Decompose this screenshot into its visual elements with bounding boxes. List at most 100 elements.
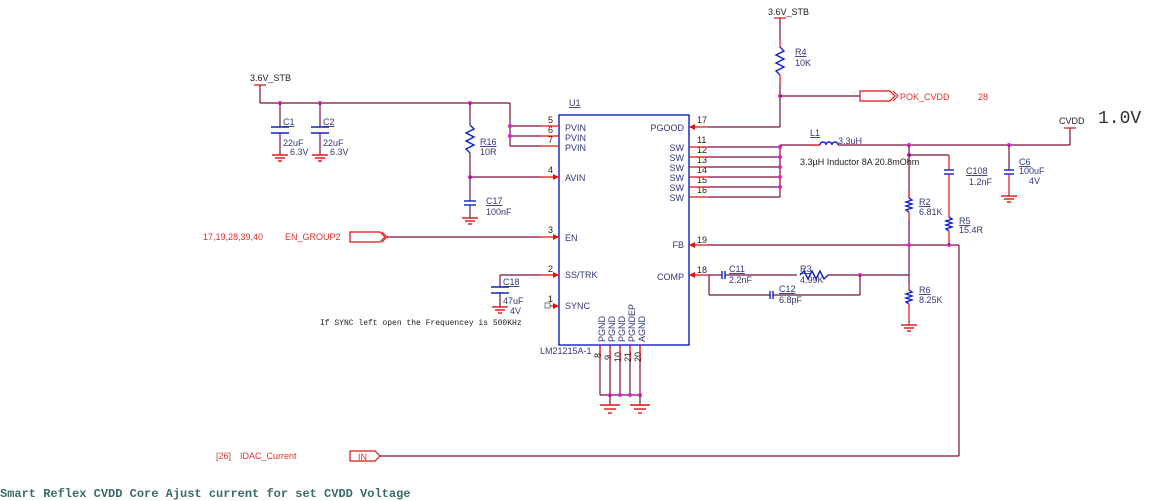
r16-value: 10R bbox=[480, 147, 497, 157]
en-port-pages: 17,19,28,39,40 bbox=[203, 232, 263, 242]
r3-value: 4.99K bbox=[800, 275, 824, 285]
r4-ref: R4 bbox=[795, 47, 807, 57]
c17-value: 100nF bbox=[486, 207, 512, 217]
c18-value: 47uF bbox=[503, 296, 524, 306]
resistor-r2[interactable] bbox=[903, 190, 915, 220]
pin-num-13: 13 bbox=[697, 155, 707, 165]
pin-label-ss-trk: SS/TRK bbox=[565, 270, 598, 280]
pin-num-6: 6 bbox=[548, 125, 553, 135]
ic-u1-body[interactable] bbox=[558, 114, 690, 346]
rail-cvdd: CVDD bbox=[1059, 116, 1085, 126]
capacitor-c18[interactable] bbox=[491, 275, 509, 314]
c1-ref: C1 bbox=[283, 117, 295, 127]
resistor-r3[interactable] bbox=[799, 269, 829, 281]
pok-port-pages: 28 bbox=[978, 92, 988, 102]
pin-label-sync: SYNC bbox=[565, 301, 591, 311]
pin-label-pvin-6: PVIN bbox=[565, 133, 586, 143]
pok-cvdd-port[interactable] bbox=[859, 90, 899, 102]
pin-label-avin: AVIN bbox=[565, 173, 585, 183]
inductor-l1[interactable] bbox=[810, 141, 839, 146]
pin-num-3: 3 bbox=[548, 225, 553, 235]
pin-num-15: 15 bbox=[697, 175, 707, 185]
ground-icon bbox=[600, 404, 620, 414]
c12-ref: C12 bbox=[779, 284, 796, 294]
pin-num-19: 19 bbox=[697, 235, 707, 245]
c6-rating: 4V bbox=[1029, 176, 1040, 186]
c108-value: 1.2nF bbox=[969, 177, 993, 187]
l1-ref: L1 bbox=[810, 128, 820, 138]
pin-label-sw-12: SW bbox=[670, 153, 685, 163]
pin-num-14: 14 bbox=[697, 165, 707, 175]
output-voltage-note: 1.0V bbox=[1098, 109, 1141, 129]
c6-ref: C6 bbox=[1019, 157, 1031, 167]
pin-num-18: 18 bbox=[697, 265, 707, 275]
r2-ref: R2 bbox=[919, 197, 931, 207]
capacitor-c17[interactable] bbox=[462, 177, 478, 225]
pin-num-5: 5 bbox=[548, 115, 553, 125]
resistor-r4[interactable] bbox=[774, 40, 786, 84]
capacitor-c11[interactable] bbox=[721, 271, 726, 279]
ground-icon bbox=[630, 404, 650, 414]
pin-num-16: 16 bbox=[697, 185, 707, 195]
pin-num-21: 21 bbox=[623, 352, 633, 362]
pin-label-fb: FB bbox=[672, 240, 684, 250]
resistor-r16[interactable] bbox=[464, 103, 476, 177]
c2-ref: C2 bbox=[323, 117, 335, 127]
r2-value: 6.81K bbox=[919, 207, 943, 217]
pin-num-2: 2 bbox=[548, 264, 553, 274]
c1-value: 22uF bbox=[283, 138, 304, 148]
c108-ref: C108 bbox=[966, 166, 988, 176]
pin-num-7: 7 bbox=[548, 135, 553, 145]
c17-ref: C17 bbox=[486, 196, 503, 206]
pin-label-sw-15: SW bbox=[670, 183, 685, 193]
idac-port-name: IDAC_Current bbox=[240, 451, 297, 461]
resistor-r6[interactable] bbox=[901, 285, 917, 332]
rail-3v6-stb-top: 3.6V_STB bbox=[768, 7, 809, 17]
rail-3v6-stb-left: 3.6V_STB bbox=[250, 73, 291, 83]
c18-rating: 4V bbox=[510, 306, 521, 316]
pin-num-17: 17 bbox=[697, 115, 707, 125]
pin-num-11: 11 bbox=[697, 135, 706, 145]
en-group2-port[interactable] bbox=[349, 231, 388, 243]
pin-label-pgnd-8: PGND bbox=[597, 315, 607, 342]
r6-value: 8.25K bbox=[919, 295, 943, 305]
idac-current-port[interactable] bbox=[349, 450, 381, 462]
pin-num-1: 1 bbox=[548, 294, 553, 304]
idac-port-pages: [26] bbox=[216, 451, 231, 461]
pin-num-10: 10 bbox=[613, 352, 623, 362]
capacitor-c2[interactable] bbox=[311, 103, 329, 162]
pin-label-sw-16: SW bbox=[670, 193, 685, 203]
r16-ref: R16 bbox=[480, 137, 497, 147]
sync-nc-marker bbox=[544, 302, 551, 309]
r5-ref: R5 bbox=[959, 216, 971, 226]
pin-label-sw-11: SW bbox=[670, 143, 685, 153]
l1-value: 3.3uH bbox=[838, 136, 862, 146]
capacitor-c108[interactable] bbox=[944, 155, 954, 217]
pin-num-20: 20 bbox=[633, 352, 643, 362]
pin-num-4: 4 bbox=[548, 165, 553, 175]
pin-num-12: 12 bbox=[697, 145, 707, 155]
pin-num-9: 9 bbox=[603, 355, 613, 360]
capacitor-c1[interactable] bbox=[271, 103, 289, 162]
pin-label-agnd-20: AGND bbox=[637, 315, 647, 342]
pin-label-sw-13: SW bbox=[670, 163, 685, 173]
c11-value: 2.2nF bbox=[729, 275, 753, 285]
c11-ref: C11 bbox=[729, 264, 745, 274]
c2-value: 22uF bbox=[323, 138, 344, 148]
resistor-r5[interactable] bbox=[943, 216, 955, 242]
r3-ref: R3 bbox=[800, 264, 812, 274]
capacitor-c6[interactable] bbox=[1001, 145, 1017, 203]
c12-value: 6.8pF bbox=[779, 295, 803, 305]
r4-value: 10K bbox=[795, 58, 811, 68]
c18-ref: C18 bbox=[503, 277, 520, 287]
capacitor-c12[interactable] bbox=[769, 291, 774, 299]
ic-u1-ref: U1 bbox=[569, 98, 581, 108]
idac-port-flag: IN bbox=[358, 452, 367, 462]
pin-num-8: 8 bbox=[593, 353, 603, 358]
sync-note: If SYNC left open the Frequencey is 500K… bbox=[320, 319, 522, 328]
pin-label-pgndep-21: PGNDEP bbox=[627, 304, 637, 342]
ic-u1-part: LM21215A-1 bbox=[540, 346, 592, 356]
pin-label-en: EN bbox=[565, 233, 578, 243]
c1-rating: 6.3V bbox=[290, 147, 309, 157]
